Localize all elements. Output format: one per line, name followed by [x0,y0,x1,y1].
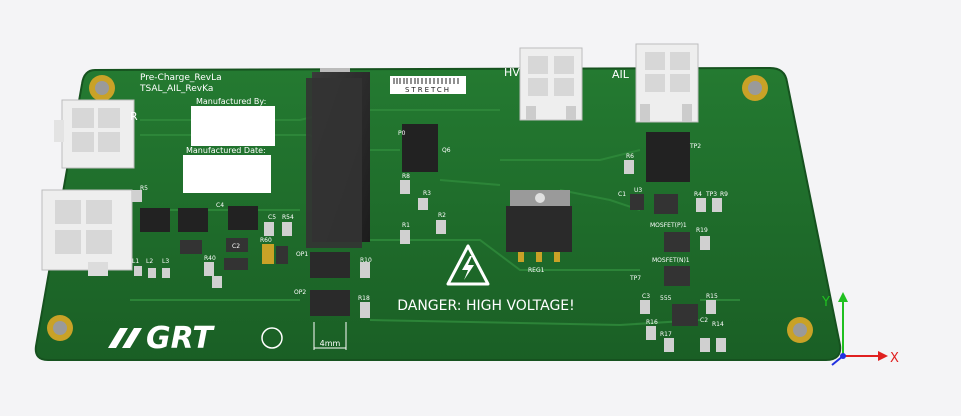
connector-r-label: R [130,110,138,123]
connector-left-bottom [41,189,133,276]
hamster-icon [261,327,283,349]
svg-text:555: 555 [660,295,672,302]
board-revision-1: Pre-Charge_RevLa [140,73,222,83]
grt-logo: GRT [108,321,283,356]
ic-left-1 [140,208,170,232]
ic-left-6 [224,258,248,270]
connector-ail-label: AIL [612,68,630,81]
svg-text:C5: C5 [268,214,276,221]
stretch-label: STRETCH [390,76,466,94]
svg-text:MOSFET(P)1: MOSFET(P)1 [650,222,687,229]
svg-text:R54: R54 [282,214,294,221]
svg-text:R60: R60 [260,237,272,244]
svg-text:R10: R10 [360,257,372,264]
grt-logo-text: GRT [146,321,215,356]
axis-y-label: Y [821,295,830,310]
svg-text:R3: R3 [423,190,431,197]
manufactured-date-label: Manufactured Date: [186,146,266,155]
svg-text:R40: R40 [204,255,216,262]
svg-text:MOSFET(N)1: MOSFET(N)1 [652,257,690,264]
board-revision-2: TSAL_AIL_RevKa [139,84,213,94]
svg-text:R18: R18 [358,295,370,302]
dimension-marker: 4mm [313,322,347,350]
svg-text:R8: R8 [402,173,410,180]
svg-text:P0: P0 [398,130,406,137]
svg-text:Q6: Q6 [442,147,451,154]
svg-text:TP3: TP3 [705,191,717,198]
ic-left-5 [226,238,248,252]
axis-triad: Y X [821,292,899,366]
svg-text:TP7: TP7 [629,275,641,282]
svg-text:L1: L1 [132,258,139,265]
connector-left-top [54,99,135,169]
manufactured-by-box [191,106,275,146]
connector-hv [519,47,583,121]
diode-left [276,246,288,264]
svg-text:C2: C2 [232,243,240,250]
ic-center-top [402,124,438,172]
svg-text:R9: R9 [720,191,728,198]
svg-text:R17: R17 [660,331,672,338]
svg-text:C1: C1 [618,191,626,198]
ic-right-top [646,132,690,182]
svg-text:OP1: OP1 [296,251,308,258]
connector-ail [635,43,699,123]
svg-text:R2: R2 [438,212,446,219]
svg-text:C4: C4 [216,202,224,209]
ic-left-4 [180,240,202,254]
svg-text:R1: R1 [402,222,410,229]
svg-text:R16: R16 [646,319,658,326]
svg-text:R5: R5 [140,185,148,192]
mosfet-p [664,232,690,252]
cap-left [262,244,274,264]
connector-hv-label: HV [504,66,520,79]
high-voltage-warning-icon [446,244,490,286]
svg-text:REG1: REG1 [528,267,545,274]
small-smd-parts [132,160,726,352]
danger-warning-text: DANGER: HIGH VOLTAGE! [397,298,575,314]
svg-text:OP2: OP2 [294,289,306,296]
cap-c1 [630,194,644,210]
svg-text:C3: C3 [642,293,650,300]
svg-text:R6: R6 [626,153,634,160]
manufactured-by-label: Manufactured By: [196,97,266,106]
svg-text:C2: C2 [700,317,708,324]
svg-text:R15: R15 [706,293,718,300]
optocoupler-1 [310,252,350,278]
regulator-reg1 [506,190,572,262]
ic-left-3 [228,206,258,230]
reference-designators: C4 C5 R54 C2 R40 R60 L1 L2 L3 R8 R3 R2 R… [132,130,728,338]
svg-text:L3: L3 [162,258,169,265]
mounting-holes [47,75,813,343]
svg-text:R4: R4 [694,191,702,198]
svg-text:R14: R14 [712,321,724,328]
svg-text:STRETCH: STRETCH [405,86,451,94]
ic-555 [672,304,698,326]
mosfet-n [664,266,690,286]
svg-text:U3: U3 [634,187,642,194]
axis-x-label: X [890,351,899,366]
optocoupler-2 [310,290,350,316]
ic-left-2 [178,208,208,232]
svg-text:4mm: 4mm [320,339,341,348]
ic-right-u3 [654,194,678,214]
manufactured-date-box [183,155,271,193]
svg-text:R19: R19 [696,227,708,234]
svg-text:L2: L2 [146,258,153,265]
svg-text:TP2: TP2 [689,143,701,150]
main-relay-block [306,68,370,248]
